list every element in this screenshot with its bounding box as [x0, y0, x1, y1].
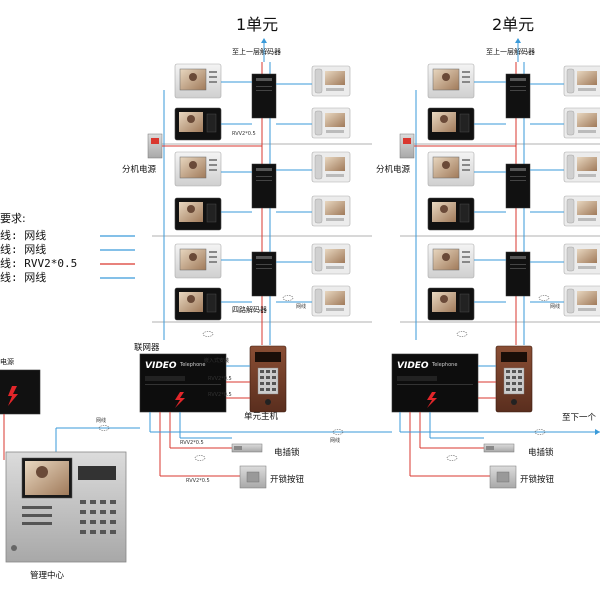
svg-text:RVV2*0.5: RVV2*0.5: [208, 392, 232, 398]
unit-2-extension-power: [399, 133, 415, 159]
unit-2-entrance: 电插锁 开锁按钮: [391, 345, 555, 489]
unit-2-f3-monitor-left-bottom: [427, 287, 475, 321]
unit-2-networker: [391, 353, 479, 413]
next-unit-arrow: [595, 429, 600, 435]
unit-2-electric-lock-label: 电插锁: [528, 447, 554, 458]
unit-1-f1-monitor-left-bottom: [174, 107, 222, 141]
unit-1-f3-monitor-right-top: [311, 243, 351, 275]
next-unit-label: 至下一个: [562, 413, 597, 423]
unit-1-mount-note: 嵌入式安装: [204, 357, 229, 364]
unit-2-extension-power-label: 分机电源: [376, 164, 411, 175]
legend-row-3: 线: RVV2*0.5: [0, 256, 77, 270]
unit-2-unlock-button: [489, 465, 517, 489]
legend-heading: 要求:: [0, 212, 26, 225]
legend-row-1: 线: 网线: [0, 228, 46, 242]
management-center-label: 管理中心: [30, 570, 65, 581]
unit-1-f3-monitor-left-bottom: [174, 287, 222, 321]
unit-2-floors: 分机电源 网线: [376, 62, 600, 345]
unit-2-f2-monitor-left-top: [427, 151, 475, 187]
unit-1-f3-monitor-right-bottom: [311, 285, 351, 317]
unit-1-unlock-button: [239, 465, 267, 489]
center-power-label: 电源: [0, 357, 14, 366]
unit-1-f3-monitor-left-top: [174, 243, 222, 279]
unit-2-title: 2单元: [492, 15, 534, 34]
unit-2-f2-decoder: [505, 163, 531, 209]
unit-1-f1-monitor-right-bottom: [311, 107, 351, 139]
unit-2-f1-monitor-right-top: [563, 65, 600, 97]
svg-text:RVV2*0.5: RVV2*0.5: [186, 478, 210, 484]
unit-1-f2-monitor-left-bottom: [174, 197, 222, 231]
unit-2-f2-monitor-right-top: [563, 151, 600, 183]
unit-2-f1-decoder: [505, 73, 531, 119]
unit-1-uplink-label: 至上一层解码器: [232, 47, 281, 56]
unit-1-electric-lock-label: 电插锁: [274, 447, 300, 458]
management-center: 管理中心: [5, 451, 127, 581]
unit-2-uplink-label: 至上一层解码器: [486, 47, 535, 56]
unit-2-f1-monitor-left-top: [427, 63, 475, 99]
unit-1-f3-network-tag: 网线: [296, 303, 306, 310]
management-center-keypad: [22, 500, 116, 534]
unit-1-door-station: [249, 345, 287, 413]
unit-2-f2-monitor-left-bottom: [427, 197, 475, 231]
unit-2-electric-lock: [483, 443, 515, 453]
unit-1-f2-monitor-left-top: [174, 151, 222, 187]
unit-1-f2-monitor-right-top: [311, 151, 351, 183]
unit-1-networker-label: 联网器: [134, 343, 160, 353]
unit-1-extension-power-label: 分机电源: [122, 164, 157, 175]
unit-2-f3-monitor-right-top: [563, 243, 600, 275]
unit-1-f2-monitor-right-bottom: [311, 195, 351, 227]
svg-text:RVV2*0.5: RVV2*0.5: [180, 440, 204, 446]
unit-2-f3-monitor-left-top: [427, 243, 475, 279]
unit-1-f1-decoder: [251, 73, 277, 119]
unit-1-f1-monitor-right-top: [311, 65, 351, 97]
unit-1-title: 1单元: [236, 15, 278, 34]
unit-1-entrance: 联网器 单元主机 嵌入式安装 RVV2*0.5 RVV2*0.5 RVV2*0.…: [134, 343, 305, 489]
unit-1-f2-decoder: [251, 163, 277, 209]
unit-1-main-unit-label: 单元主机: [244, 411, 279, 422]
unit-2-f3-monitor-right-bottom: [563, 285, 600, 317]
backbone-tag-1: 网线: [96, 417, 106, 424]
network-backbone: 网线 网线 至下一个: [55, 412, 600, 456]
unit-1-electric-lock: [231, 443, 263, 453]
unit-2-unlock-button-label: 开锁按钮: [520, 474, 555, 485]
legend: 要求: 线: 网线 线: 网线 线: RVV2*0.5 线: 网线: [0, 212, 135, 284]
unit-2-uplink-arrow: [515, 38, 521, 43]
unit-1-f3-decoder: [251, 251, 277, 297]
backbone-tag-2: 网线: [330, 437, 340, 444]
legend-row-4: 线: 网线: [0, 270, 46, 284]
unit-2-f1-monitor-right-bottom: [563, 107, 600, 139]
unit-2-f2-monitor-right-bottom: [563, 195, 600, 227]
center-power: 电源: [0, 357, 41, 460]
unit-1-extension-power: [147, 133, 163, 159]
svg-text:RVV2*0.5: RVV2*0.5: [208, 376, 232, 382]
unit-1-f1-cable-tag: RVV2*0.5: [232, 131, 256, 137]
unit-1-uplink-arrow: [261, 38, 267, 43]
legend-row-2: 线: 网线: [0, 242, 46, 256]
unit-2-f1-monitor-left-bottom: [427, 107, 475, 141]
unit-2-f3-decoder: [505, 251, 531, 297]
unit-1-unlock-button-label: 开锁按钮: [270, 474, 305, 485]
unit-1-floors: RVV2*0.5 分机电源 四路解码器 网线: [122, 62, 372, 345]
unit-2-door-station: [495, 345, 533, 413]
unit-1-f1-monitor-left-top: [174, 63, 222, 99]
unit-1-floor-decoder-label: 四路解码器: [232, 305, 267, 314]
unit-2-f3-network-tag: 网线: [550, 303, 560, 310]
